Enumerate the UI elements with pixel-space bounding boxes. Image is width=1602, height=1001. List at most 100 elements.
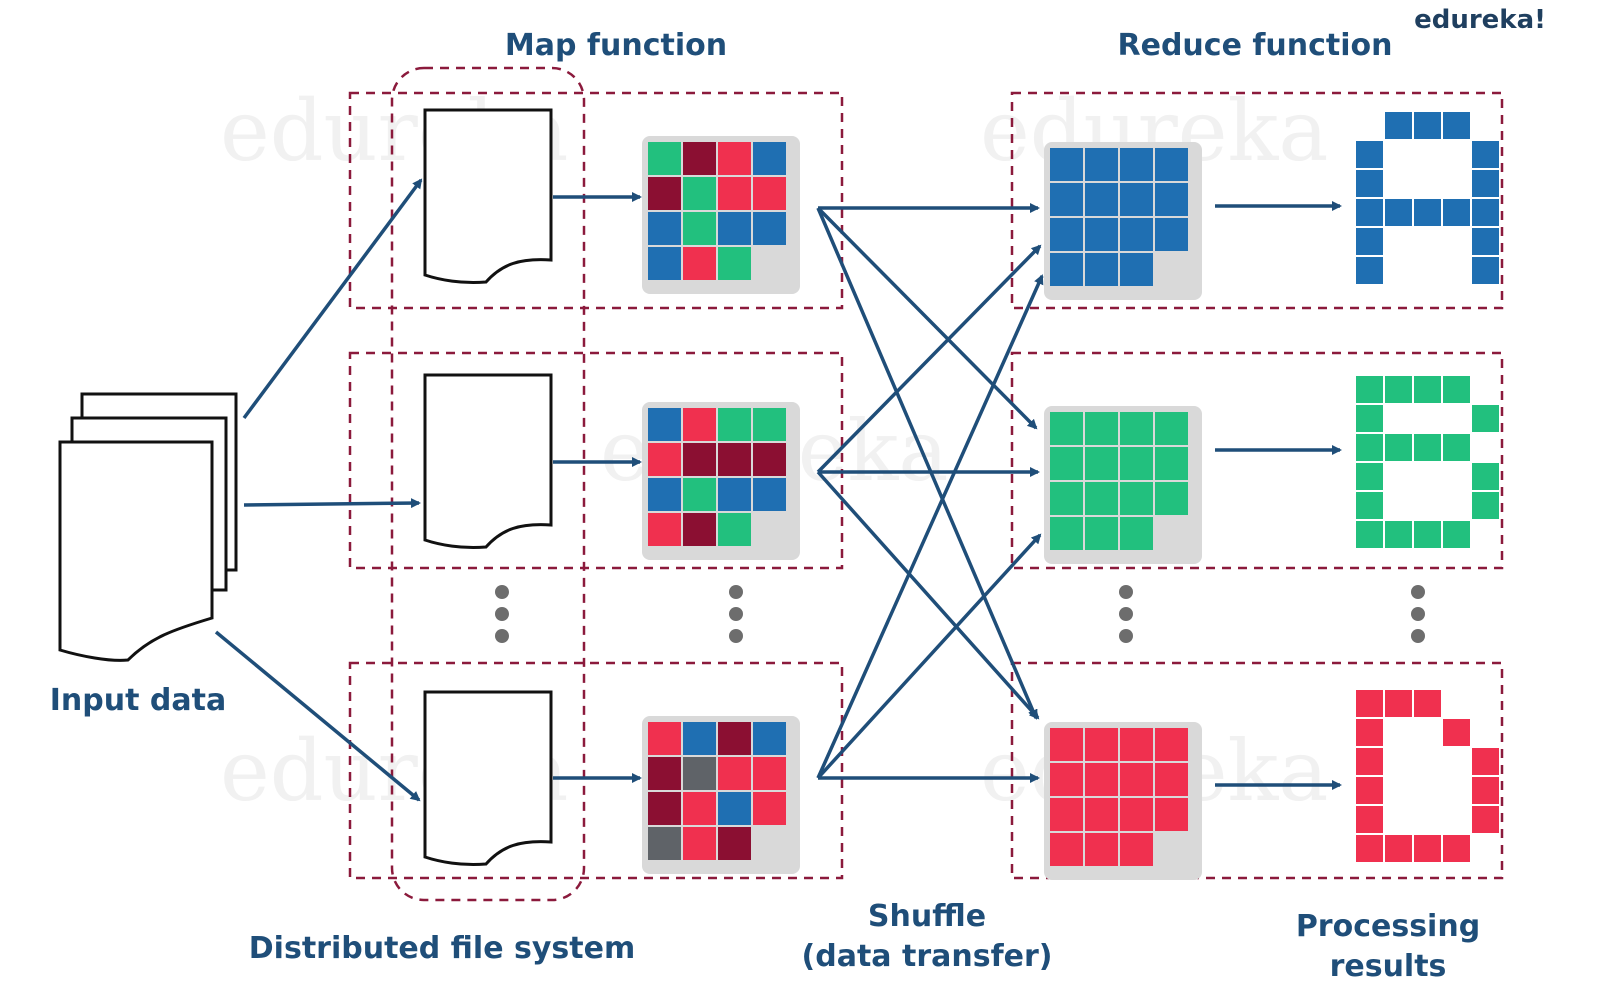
reduce-grid-cell (1120, 253, 1153, 286)
map-grid-cell (753, 142, 786, 175)
distributed-fs-label: Distributed file system (249, 931, 635, 966)
result-letter-pixel (1472, 806, 1499, 833)
map-grid-cell (683, 443, 716, 476)
result-letter-pixel (1385, 376, 1412, 403)
reduce-grid-cell (1085, 798, 1118, 831)
shuffle-subtitle-label: (data transfer) (802, 939, 1053, 974)
map-grid-cell (683, 757, 716, 790)
result-letter-pixel (1356, 777, 1383, 804)
shuffle-label: Shuffle (868, 899, 986, 934)
map-grid-cell (718, 212, 751, 245)
result-letter-pixel (1472, 170, 1499, 197)
document-icon (58, 440, 214, 662)
flow-arrows (214, 178, 1342, 802)
reduce-grid-cell (1050, 798, 1083, 831)
result-letter-pixel (1356, 719, 1383, 746)
map-output-grids (642, 136, 800, 874)
reduce-grid-cell (1085, 482, 1118, 515)
reduce-grid-cell (1155, 218, 1188, 251)
map-grid-cell (683, 722, 716, 755)
result-letter-pixel (1414, 835, 1441, 862)
input-to-chunk-3-arrow (214, 630, 421, 802)
result-letter-pixel (1385, 434, 1412, 461)
result-letter-pixel (1443, 835, 1470, 862)
ellipsis-dot (495, 629, 509, 643)
result-letter-pixel (1414, 112, 1441, 139)
result-letter-pixel (1385, 112, 1412, 139)
reduce-grid-cell (1050, 412, 1083, 445)
map-grid-cell (718, 478, 751, 511)
map-grid-cell (648, 177, 681, 210)
reduce-grid-cell (1155, 728, 1188, 761)
result-letter-pixel (1414, 434, 1441, 461)
result-letter-a (1356, 112, 1499, 284)
result-letter-pixel (1443, 376, 1470, 403)
result-letter-b (1356, 376, 1499, 548)
result-letter-d (1356, 690, 1499, 862)
map-grid-cell (648, 827, 681, 860)
reduce-grid (1044, 406, 1202, 564)
map-box-2 (348, 351, 844, 570)
result-letter-pixel (1385, 521, 1412, 548)
result-letter-pixel (1472, 141, 1499, 168)
reduce-grid-cell (1085, 763, 1118, 796)
input-to-chunk-2-arrow (243, 498, 421, 509)
map-grid-cell (718, 722, 751, 755)
ellipsis-dot (1411, 585, 1425, 599)
reduce-function-label: Reduce function (1118, 28, 1393, 63)
map-grid-cell (753, 177, 786, 210)
reduce-grid-cell (1120, 183, 1153, 216)
map-grid-cell (718, 247, 751, 280)
input-data-documents (58, 392, 238, 662)
map-grid-cell (718, 827, 751, 860)
processing-results-letters (1356, 112, 1499, 862)
reduce-grid-cell (1120, 447, 1153, 480)
reduce-grid-cell (1120, 148, 1153, 181)
reduce-grid-cell (1120, 218, 1153, 251)
reduce-grid-cell (1050, 253, 1083, 286)
dfs-file-chunks (423, 108, 553, 866)
reduce-grid-cell (1085, 148, 1118, 181)
ellipsis-dot (1119, 607, 1133, 621)
reduce-grid-cell (1120, 728, 1153, 761)
shuffle-arrow (816, 206, 1038, 430)
result-letter-pixel (1356, 806, 1383, 833)
map-grid-cell (683, 478, 716, 511)
reduce-grid-cell (1085, 833, 1118, 866)
result-letter-pixel (1385, 835, 1412, 862)
result-letter-pixel (1356, 748, 1383, 775)
result-letter-pixel (1356, 376, 1383, 403)
file-chunk-icon (423, 690, 553, 866)
reduce-grid-cell (1085, 728, 1118, 761)
result-letter-pixel (1356, 405, 1383, 432)
map-grid-cell (683, 792, 716, 825)
reduce-grid-cell (1085, 253, 1118, 286)
map-grid-cell (718, 408, 751, 441)
result-letter-pixel (1443, 434, 1470, 461)
reduce-grid-cell (1155, 183, 1188, 216)
map-grid-cell (648, 478, 681, 511)
reduce-grid-cell (1155, 798, 1188, 831)
ellipsis-dot (495, 607, 509, 621)
map-grid-cell (753, 408, 786, 441)
result-letter-pixel (1472, 228, 1499, 255)
reduce-box-2 (1010, 351, 1504, 570)
shuffle-arrow (816, 207, 1038, 720)
map-grid-cell (648, 443, 681, 476)
reduce-grid-cell (1120, 482, 1153, 515)
map-grid-cell (718, 443, 751, 476)
result-letter-pixel (1356, 492, 1383, 519)
reduce-grid-cell (1085, 183, 1118, 216)
ellipsis-dot (495, 585, 509, 599)
map-grid-cell (753, 443, 786, 476)
ellipsis-dot (1119, 585, 1133, 599)
ellipsis-dot (729, 607, 743, 621)
map-function-label: Map function (505, 28, 727, 63)
map-grid-cell (718, 142, 751, 175)
map-grid-cell (648, 792, 681, 825)
result-letter-pixel (1472, 492, 1499, 519)
input-to-chunk-1-arrow (242, 178, 423, 420)
result-letter-pixel (1472, 257, 1499, 284)
reduce-grid-cell (1155, 148, 1188, 181)
